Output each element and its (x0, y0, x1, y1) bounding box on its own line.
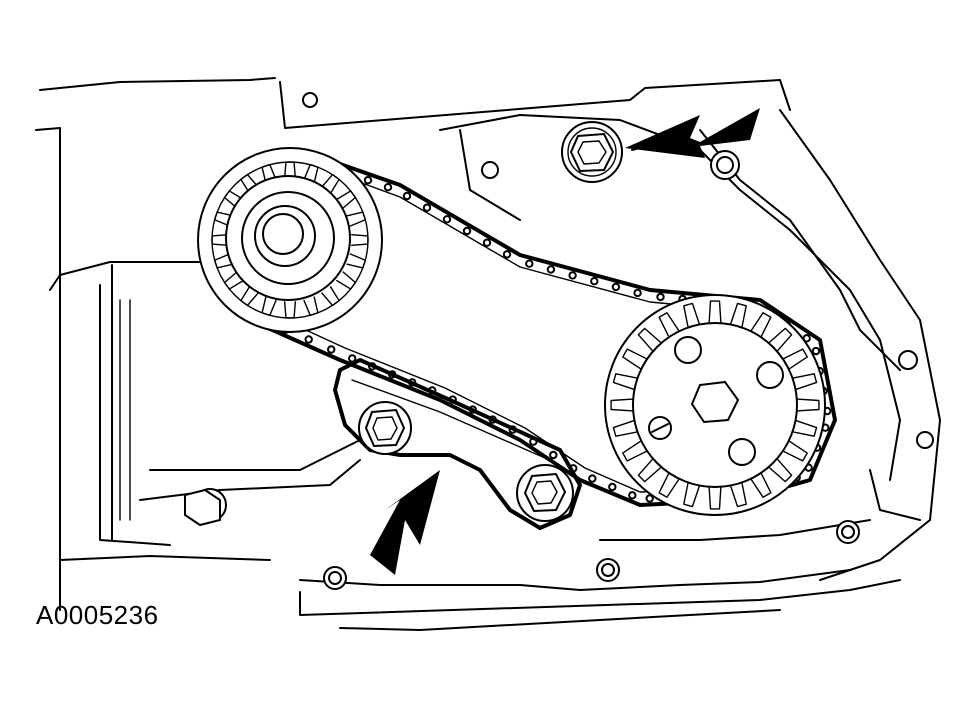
chain-guide (333, 358, 582, 530)
camshaft-sprocket (197, 147, 383, 333)
arrow-top-icon (625, 108, 760, 158)
guide-bolt-lower (516, 464, 574, 522)
tensioner-bolt (561, 121, 623, 183)
figure-id-label: A0005236 (36, 600, 159, 630)
pan-bolt (184, 488, 221, 527)
guide-bolt-upper (358, 401, 412, 455)
arrow-bottom-icon (370, 470, 440, 575)
engine-housing (35, 77, 941, 631)
crankshaft-sprocket (604, 294, 826, 516)
